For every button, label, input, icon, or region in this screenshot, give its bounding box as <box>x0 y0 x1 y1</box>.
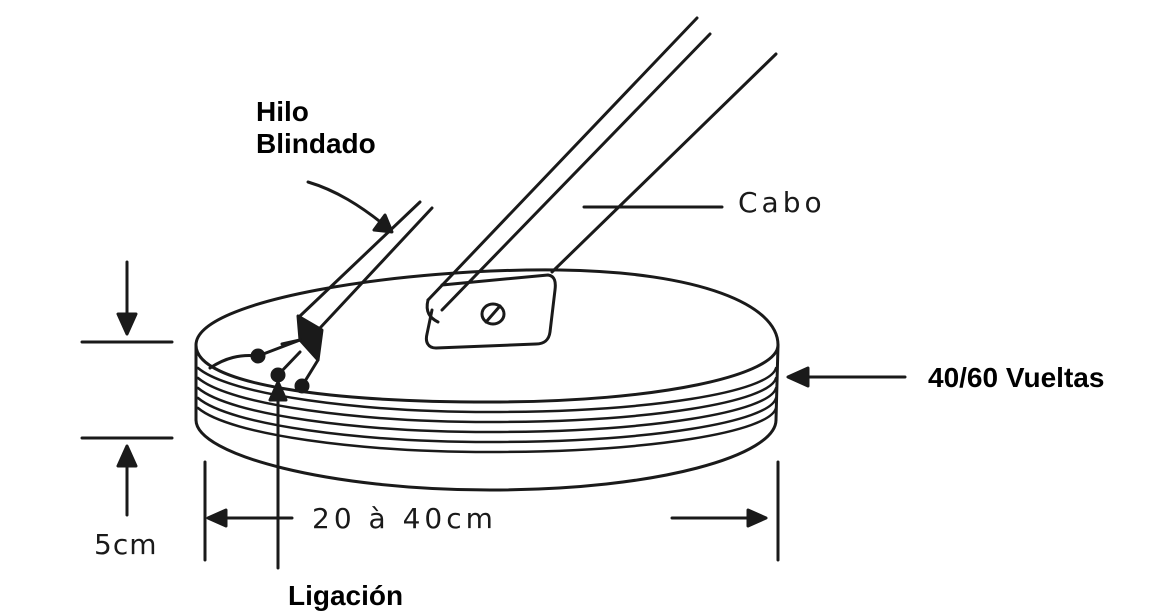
mounting-bracket <box>424 273 557 350</box>
connection-points <box>208 338 320 394</box>
cabo-label: Cabo <box>738 186 826 219</box>
coil-disc <box>194 268 780 492</box>
disc-top-face <box>194 268 780 404</box>
ligacion-arrow <box>268 380 288 570</box>
width-dimension-label: 20 à 40cm <box>312 502 497 535</box>
screw-icon <box>480 302 506 326</box>
ligacion-label: Ligación <box>288 580 404 611</box>
shielded-wire <box>280 200 434 362</box>
height-dimension <box>80 260 174 517</box>
handle-shaft <box>425 16 778 324</box>
hilo-label-line2: Blindado <box>256 128 376 160</box>
width-dimension <box>203 460 780 562</box>
height-dimension-label: 5cm <box>94 528 158 561</box>
vueltas-arrow <box>786 366 907 388</box>
vueltas-label: 40/60 Vueltas <box>928 362 1105 393</box>
hilo-label-line1: Hilo <box>256 96 309 127</box>
disc-bottom-edge <box>194 418 778 492</box>
hilo-blindado-label: Hilo Blindado <box>256 96 376 160</box>
coil-windings <box>196 366 778 454</box>
hilo-arrow <box>306 180 394 234</box>
